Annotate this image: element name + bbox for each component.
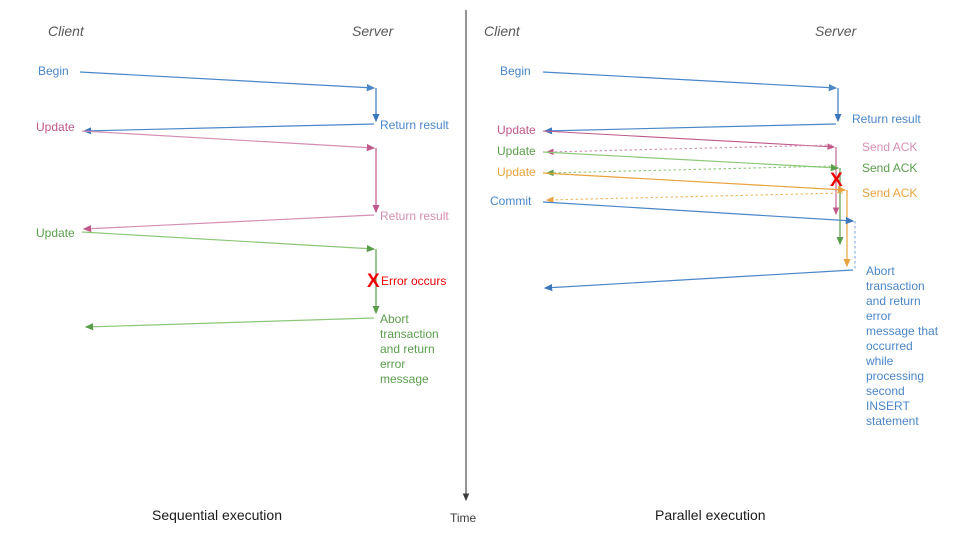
parallel-message-update-green: Update — [497, 144, 536, 158]
arrow-update-green-request — [81, 231, 376, 253]
parallel-message-update-pink: Update — [497, 123, 536, 137]
p-arrow-return-result-blue — [543, 123, 837, 135]
parallel-reply-ack-orange: Send ACK — [862, 186, 918, 200]
parallel-message-begin: Begin — [500, 64, 531, 78]
arrow-update-pink-request — [81, 130, 376, 152]
parallel-panel-caption: Parallel execution — [655, 507, 766, 523]
p-arrow-update-orange-request — [542, 172, 847, 194]
p-arrow-update-pink-request — [542, 130, 836, 150]
arrow-abort-green — [84, 317, 375, 331]
parallel-reply-ack-pink: Send ACK — [862, 140, 918, 154]
parallel-panel-arrows — [542, 71, 856, 292]
sequential-message-begin: Begin — [38, 64, 69, 78]
parallel-message-commit: Commit — [490, 194, 532, 208]
parallel-server-actor-label: Server — [815, 23, 857, 39]
p-arrow-update-green-request — [542, 151, 840, 172]
p-arrow-ack-orange — [545, 192, 844, 204]
sequential-panel-caption: Sequential execution — [152, 507, 282, 523]
time-axis-label: Time — [450, 511, 477, 525]
parallel-error-x-icon: X — [830, 170, 843, 191]
p-arrow-begin-request — [542, 71, 838, 92]
sequential-error-label: Error occurs — [381, 274, 447, 288]
p-arrow-commit-request — [542, 201, 855, 225]
sequential-message-update-green: Update — [36, 226, 75, 240]
arrow-return-result-pink — [82, 214, 375, 233]
sequential-reply-abort-message: Abort transaction and return error messa… — [380, 312, 439, 386]
arrow-return-result-blue — [82, 123, 375, 135]
p-arrow-ack-green — [545, 165, 837, 177]
p-arrow-ack-pink — [545, 144, 833, 156]
sequential-message-update-pink: Update — [36, 120, 75, 134]
sequential-error-x-icon: X — [367, 271, 380, 292]
sequential-panel-arrows — [79, 71, 380, 331]
parallel-message-update-orange: Update — [497, 165, 536, 179]
sequential-server-actor-label: Server — [352, 23, 394, 39]
sequential-client-actor-label: Client — [48, 23, 84, 39]
sequential-reply-return-result-pink: Return result — [380, 209, 449, 223]
parallel-reply-abort-message: Abort transaction and return error messa… — [866, 264, 939, 428]
parallel-reply-return-result: Return result — [852, 112, 921, 126]
p-arrow-abort-blue — [543, 269, 854, 292]
sequential-reply-return-result-blue: Return result — [380, 118, 449, 132]
parallel-reply-ack-green: Send ACK — [862, 161, 918, 175]
arrow-begin-request — [79, 71, 376, 92]
parallel-client-actor-label: Client — [484, 23, 520, 39]
